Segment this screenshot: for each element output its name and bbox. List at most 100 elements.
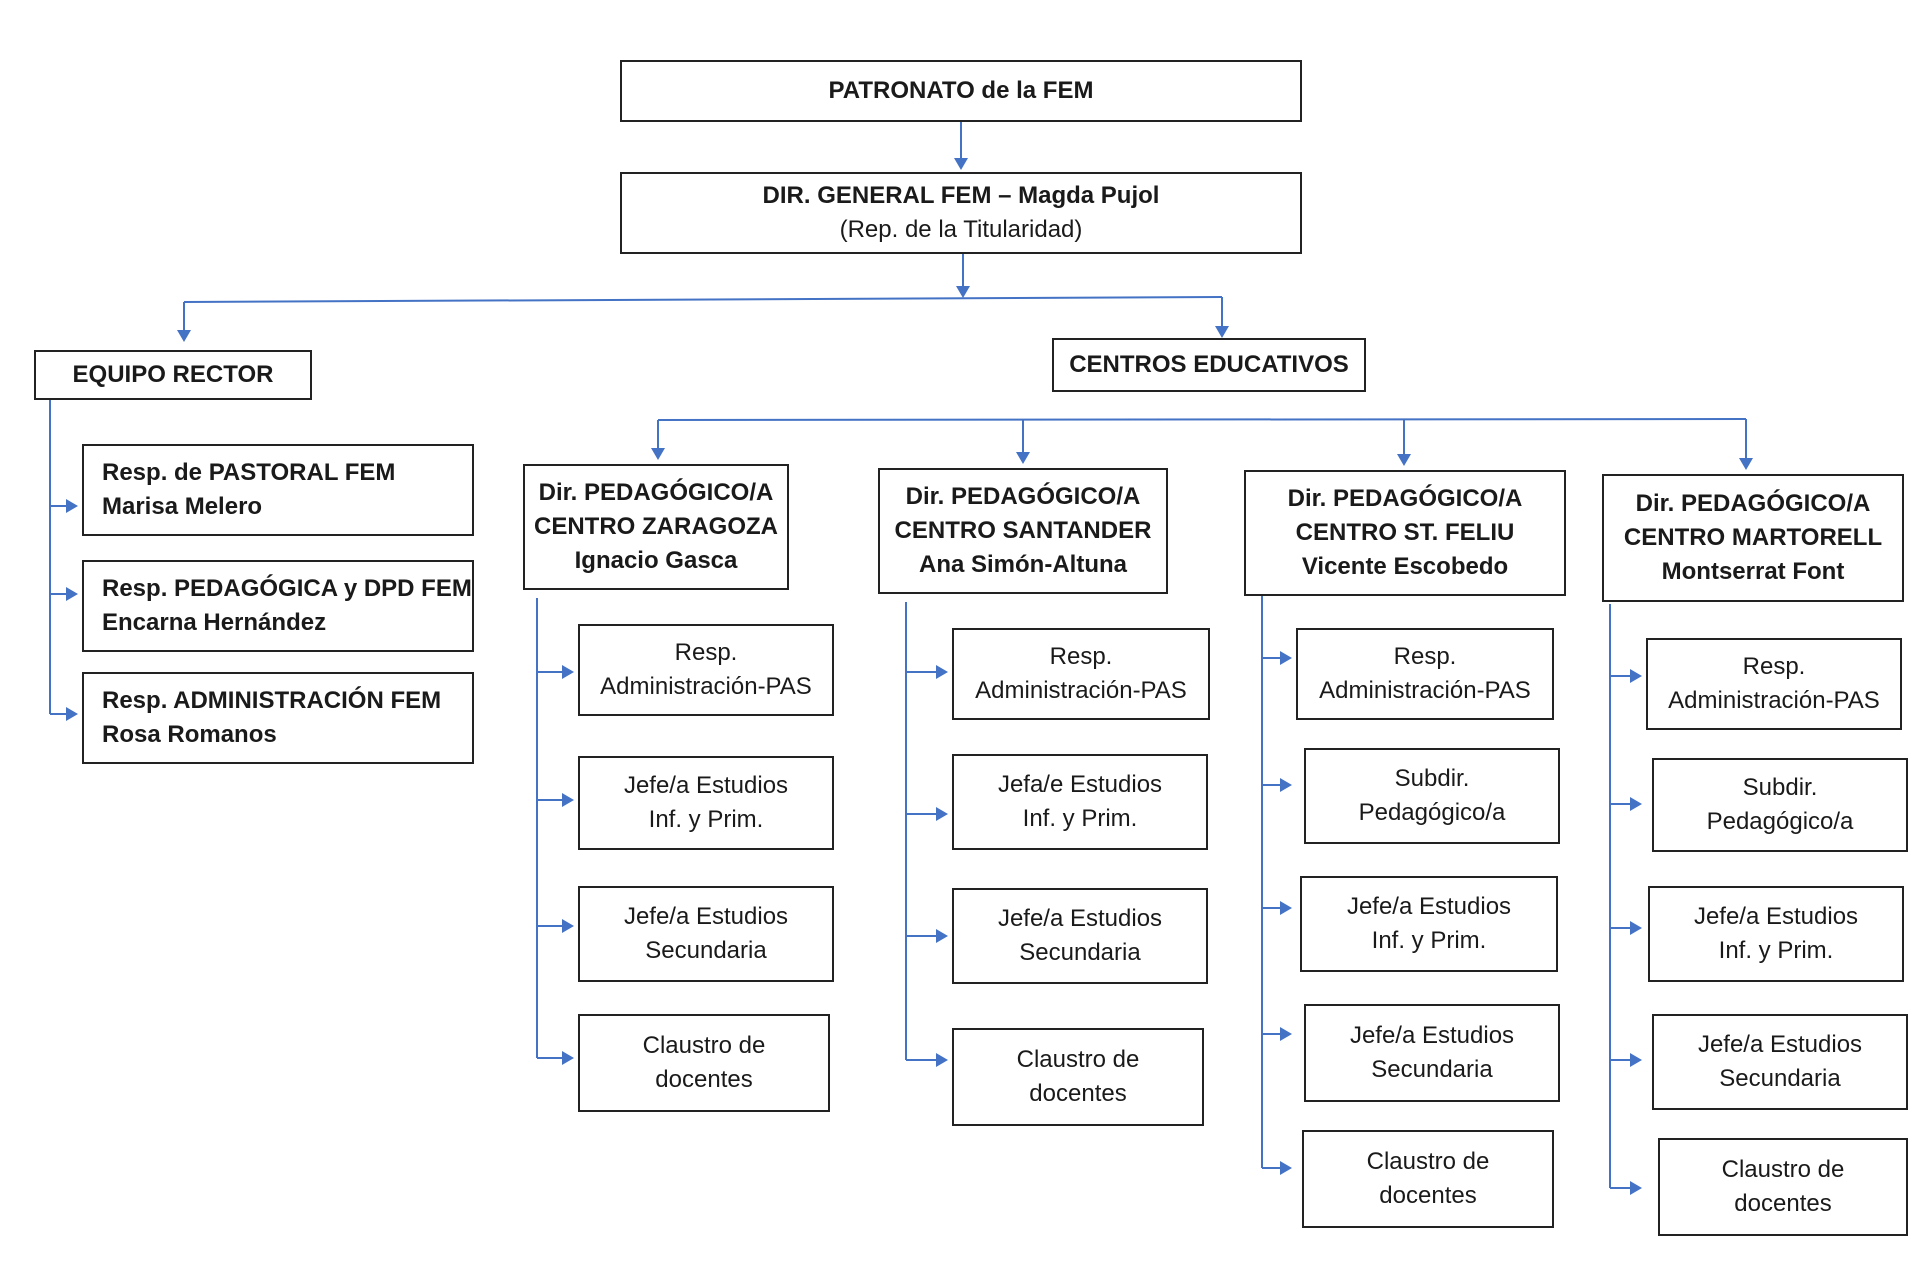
node-line: Marisa Melero xyxy=(102,493,263,520)
node-martorell-claustro: Claustro de docentes xyxy=(1658,1138,1908,1236)
arrowhead-down xyxy=(954,158,968,170)
node-st-feliu-jefe-secundaria: Jefe/a Estudios Secundaria xyxy=(1304,1004,1560,1102)
node-line: Dir. PEDAGÓGICO/A xyxy=(538,478,774,506)
node-santander-resp-administracion: Resp. Administración-PAS xyxy=(952,628,1210,720)
node-line: Jefe/a Estudios xyxy=(1697,1030,1863,1058)
node-dir-centro-martorell: Dir. PEDAGÓGICO/A CENTRO MARTORELL Monts… xyxy=(1602,474,1904,602)
node-line: Inf. y Prim. xyxy=(1022,805,1138,832)
node-line: Inf. y Prim. xyxy=(648,806,764,833)
node-line: Inf. y Prim. xyxy=(1718,937,1834,964)
node-line: Resp. xyxy=(674,638,738,666)
node-line: Resp. ADMINISTRACIÓN FEM xyxy=(102,686,442,714)
node-line: Jefe/a Estudios xyxy=(623,771,789,799)
arrowhead-down xyxy=(1016,452,1030,464)
node-line: Administración-PAS xyxy=(975,677,1187,704)
arrowhead-right xyxy=(1630,1053,1642,1067)
arrowhead-down xyxy=(1397,454,1411,466)
arrowhead-right xyxy=(936,807,948,821)
arrowhead-right xyxy=(936,929,948,943)
arrowhead-right xyxy=(1280,1027,1292,1041)
node-line: Secundaria xyxy=(645,937,767,964)
node-resp-pastoral: Resp. de PASTORAL FEM Marisa Melero xyxy=(82,444,474,536)
node-line: Administración-PAS xyxy=(1319,677,1531,704)
arrowhead-right xyxy=(66,707,78,721)
node-line: Claustro de xyxy=(1016,1045,1140,1073)
node-line: Subdir. xyxy=(1742,773,1818,801)
node-line: Dir. PEDAGÓGICO/A xyxy=(1635,489,1871,517)
node-line: Jefe/a Estudios xyxy=(1693,902,1859,930)
arrowhead-right xyxy=(936,665,948,679)
node-line: Jefe/a Estudios xyxy=(997,904,1163,932)
arrowhead-right xyxy=(1630,921,1642,935)
node-resp-pedagogica: Resp. PEDAGÓGICA y DPD FEM Encarna Herná… xyxy=(82,560,474,652)
node-st-feliu-claustro: Claustro de docentes xyxy=(1302,1130,1554,1228)
node-line: docentes xyxy=(655,1066,753,1093)
arrowhead-down xyxy=(1215,326,1229,338)
node-resp-administracion: Resp. ADMINISTRACIÓN FEM Rosa Romanos xyxy=(82,672,474,764)
arrowhead-right xyxy=(1630,797,1642,811)
arrowhead-down xyxy=(956,286,970,298)
node-line: Rosa Romanos xyxy=(102,721,277,748)
node-line: Montserrat Font xyxy=(1661,558,1845,586)
node-zaragoza-resp-administracion: Resp. Administración-PAS xyxy=(578,624,834,716)
arrowhead-right xyxy=(936,1053,948,1067)
node-santander-jefe-inf-prim: Jefa/e Estudios Inf. y Prim. xyxy=(952,754,1208,850)
node-santander-jefe-secundaria: Jefe/a Estudios Secundaria xyxy=(952,888,1208,984)
node-line: Resp. xyxy=(1049,642,1113,670)
node-line: Subdir. xyxy=(1394,764,1470,792)
node-line: Pedagógico/a xyxy=(1358,799,1506,826)
node-martorell-resp-administracion: Resp. Administración-PAS xyxy=(1646,638,1902,730)
node-martorell-jefe-inf-prim: Jefe/a Estudios Inf. y Prim. xyxy=(1648,886,1904,982)
arrowhead-right xyxy=(1280,778,1292,792)
arrowhead-down xyxy=(1739,458,1753,470)
node-dir-centro-zaragoza: Dir. PEDAGÓGICO/A CENTRO ZARAGOZA Ignaci… xyxy=(523,464,789,590)
arrowhead-right xyxy=(562,665,574,679)
arrowhead-right xyxy=(562,919,574,933)
node-line: Administración-PAS xyxy=(600,673,812,700)
node-line: CENTRO MARTORELL xyxy=(1623,523,1883,551)
node-line: EQUIPO RECTOR xyxy=(72,360,274,388)
node-centros-educativos: CENTROS EDUCATIVOS xyxy=(1052,338,1366,392)
node-st-feliu-jefe-inf-prim: Jefe/a Estudios Inf. y Prim. xyxy=(1300,876,1558,972)
node-zaragoza-jefe-secundaria: Jefe/a Estudios Secundaria xyxy=(578,886,834,982)
node-line: Encarna Hernández xyxy=(102,609,327,636)
node-line: CENTRO ZARAGOZA xyxy=(534,512,778,540)
arrowhead-right xyxy=(66,587,78,601)
node-st-feliu-resp-administracion: Resp. Administración-PAS xyxy=(1296,628,1554,720)
node-line: Dir. PEDAGÓGICO/A xyxy=(905,482,1141,510)
node-line: CENTRO ST. FELIU xyxy=(1295,518,1515,546)
node-line: docentes xyxy=(1029,1080,1127,1107)
node-equipo-rector: EQUIPO RECTOR xyxy=(34,350,312,400)
node-line: Secundaria xyxy=(1371,1056,1493,1083)
node-martorell-subdir-pedagogico: Subdir. Pedagógico/a xyxy=(1652,758,1908,852)
arrowhead-right xyxy=(66,499,78,513)
node-line: Jefe/a Estudios xyxy=(1349,1021,1515,1049)
node-line: Pedagógico/a xyxy=(1706,808,1854,835)
arrowhead-right xyxy=(1630,669,1642,683)
node-line: (Rep. de la Titularidad) xyxy=(839,216,1083,243)
node-line: Resp. de PASTORAL FEM xyxy=(102,458,396,486)
arrowhead-right xyxy=(562,793,574,807)
node-line: CENTRO SANTANDER xyxy=(894,516,1152,544)
node-line: Ana Simón-Altuna xyxy=(919,551,1127,579)
node-st-feliu-subdir-pedagogico: Subdir. Pedagógico/a xyxy=(1304,748,1560,844)
node-line: Claustro de xyxy=(1721,1155,1845,1183)
node-line: Vicente Escobedo xyxy=(1301,553,1509,581)
node-line: Dir. PEDAGÓGICO/A xyxy=(1287,484,1523,512)
node-dir-centro-st-feliu: Dir. PEDAGÓGICO/A CENTRO ST. FELIU Vicen… xyxy=(1244,470,1566,596)
arrowhead-right xyxy=(1280,901,1292,915)
node-line: Jefe/a Estudios xyxy=(623,902,789,930)
connector-bus xyxy=(183,296,1223,303)
node-line: PATRONATO de la FEM xyxy=(828,76,1094,104)
node-line: docentes xyxy=(1379,1182,1477,1209)
node-line: Resp. PEDAGÓGICA y DPD FEM xyxy=(102,574,472,602)
connector-bus xyxy=(657,418,1747,421)
arrowhead-right xyxy=(1280,651,1292,665)
arrowhead-right xyxy=(1630,1181,1642,1195)
arrowhead-down xyxy=(651,448,665,460)
arrowhead-down xyxy=(177,330,191,342)
node-santander-claustro: Claustro de docentes xyxy=(952,1028,1204,1126)
node-zaragoza-claustro: Claustro de docentes xyxy=(578,1014,830,1112)
